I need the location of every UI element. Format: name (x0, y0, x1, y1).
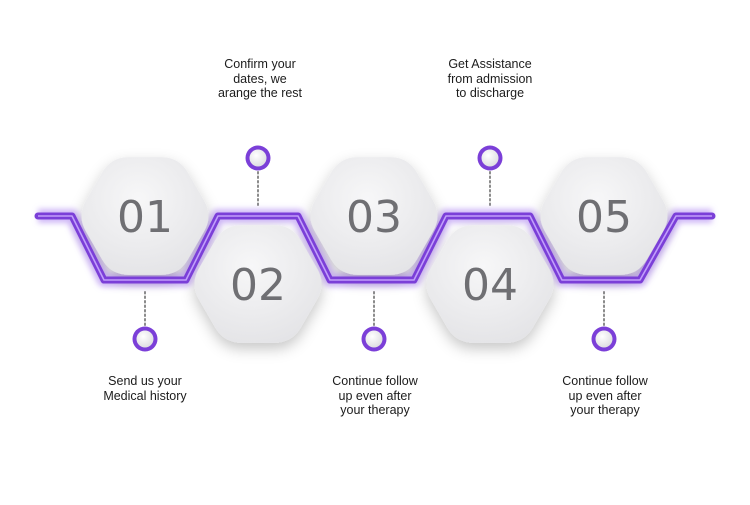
caption-line: up even after (338, 388, 412, 403)
step-1-caption: Send us your Medical history (70, 374, 220, 403)
step-3-hexagon (310, 157, 438, 275)
caption-line: your therapy (570, 403, 640, 417)
step-4-hexagon (426, 225, 554, 343)
connector-lines (144, 171, 605, 326)
step-3-marker-dot (365, 330, 383, 348)
hexagon-group (81, 157, 668, 343)
step-2-hexagon (194, 225, 322, 343)
step-5-caption: Continue follow up even after your thera… (530, 374, 680, 418)
caption-line: to discharge (455, 86, 525, 100)
caption-line: Confirm your (224, 57, 296, 71)
caption-line: dates, we (233, 71, 287, 86)
caption-line: up even after (568, 388, 642, 403)
caption-line: Get Assistance (448, 57, 532, 71)
step-numbers: 01 02 03 04 05 (117, 192, 632, 311)
step-2-marker-dot (249, 149, 267, 167)
caption-line: arange the rest (217, 86, 303, 100)
step-2-number: 02 (230, 260, 286, 311)
timeline-path (34, 212, 716, 284)
step-5-hexagon (540, 157, 668, 275)
step-1-number: 01 (117, 192, 173, 243)
step-1-hexagon (81, 157, 209, 275)
caption-line: from admission (447, 71, 533, 86)
step-5-number: 05 (576, 192, 632, 243)
step-1-marker-dot (136, 330, 154, 348)
caption-line: Medical history (103, 388, 187, 403)
timeline-highlight (38, 215, 712, 281)
step-4-caption: Get Assistance from admission to dischar… (415, 57, 565, 101)
step-5-marker-dot (595, 330, 613, 348)
step-3-caption: Continue follow up even after your thera… (300, 374, 450, 418)
caption-line: Send us your (108, 374, 182, 388)
step-4-marker-dot (481, 149, 499, 167)
step-markers (132, 145, 617, 352)
step-2-caption: Confirm your dates, we arange the rest (185, 57, 335, 101)
caption-line: your therapy (340, 403, 410, 417)
step-4-number: 04 (462, 260, 518, 311)
step-3-number: 03 (346, 192, 402, 243)
caption-line: Continue follow (332, 374, 418, 388)
caption-line: Continue follow (562, 374, 648, 388)
